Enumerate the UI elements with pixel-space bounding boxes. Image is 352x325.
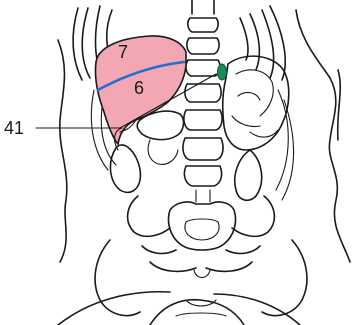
torso-outline — [58, 10, 350, 262]
pelvis — [128, 196, 275, 278]
spine — [183, 0, 223, 202]
left-kidney — [235, 150, 262, 200]
segment-label-upper: 7 — [118, 42, 128, 62]
marker-41 — [218, 64, 227, 80]
stomach — [223, 56, 289, 150]
bowel-loops — [137, 111, 183, 164]
right-kidney — [110, 128, 140, 192]
callout-label: 41 — [4, 118, 24, 138]
hip-joints — [58, 240, 307, 325]
segment-label-lower: 6 — [134, 78, 144, 98]
